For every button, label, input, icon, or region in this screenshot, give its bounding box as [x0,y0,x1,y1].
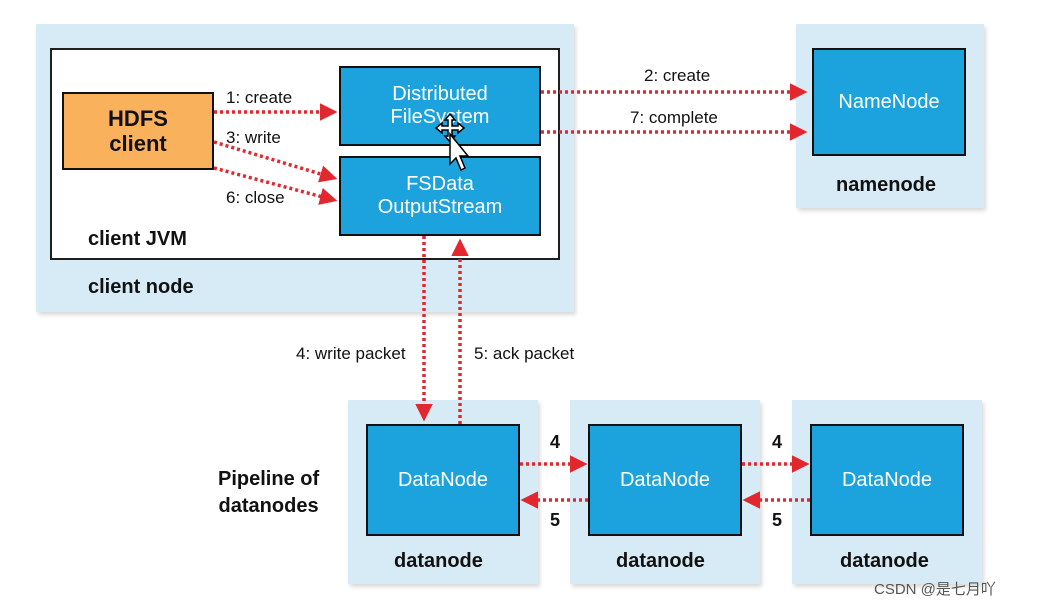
step-3-write-label: 3: write [226,128,281,147]
pipeline-back-label-2: 5 [772,510,783,530]
pipeline-label: Pipeline of datanodes [218,468,320,517]
datanode-label-2: datanode [616,550,705,572]
pipeline-forward-label-1: 4 [550,432,561,452]
csdn-watermark: CSDN @是七月吖 [874,581,996,598]
mouse-pointer-move-icon [434,112,470,172]
datanode-label-1: datanode [394,550,483,572]
step-1-create-label: 1: create [226,88,293,107]
hdfs-client-box: HDFS client [62,92,214,170]
step-2-create-label: 2: create [644,66,711,85]
fsdata-outputstream-box: FSData OutputStream [339,156,541,236]
client-jvm-label: client JVM [88,228,187,250]
namenode-label: namenode [836,174,937,196]
pipeline-forward-label-2: 4 [772,432,783,452]
namenode-box: NameNode [812,48,966,156]
step-5-ack-packet-label: 5: ack packet [474,344,575,363]
datanode-box-3: DataNode [810,424,964,536]
step-7-complete-label: 7: complete [630,108,718,127]
step-4-write-packet-label: 4: write packet [296,344,406,363]
client-node-label: client node [88,276,194,298]
datanode-box-2: DataNode [588,424,742,536]
pipeline-back-label-1: 5 [550,510,561,530]
datanode-box-1: DataNode [366,424,520,536]
distributed-filesystem-box: Distributed FileSystem [339,66,541,146]
step-6-close-label: 6: close [226,188,285,207]
datanode-label-3: datanode [840,550,929,572]
